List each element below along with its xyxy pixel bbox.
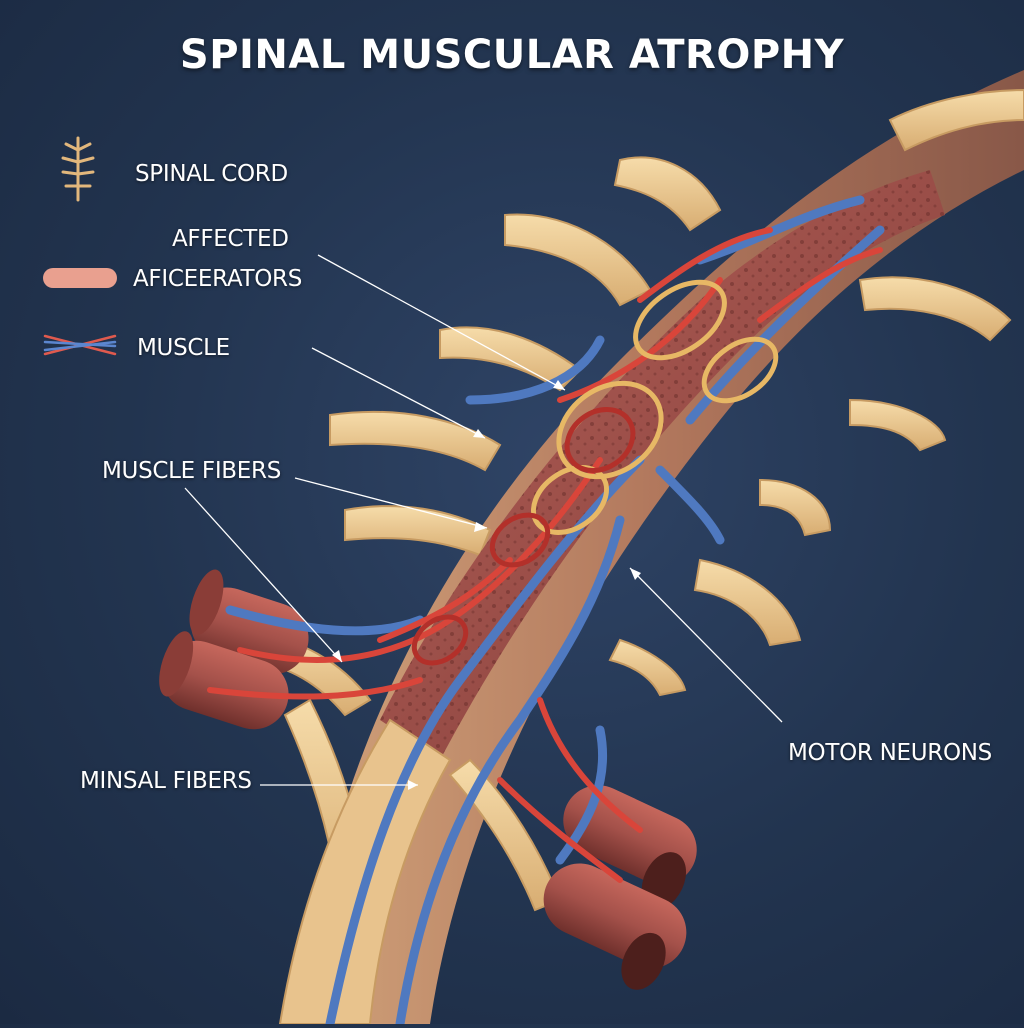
legend-label-aficeerators: AFICEERATORS <box>133 266 303 292</box>
muscle-fibers-icon <box>43 334 117 356</box>
fiber-segment-icon <box>43 268 117 288</box>
nerve-plexus-dark <box>411 407 636 666</box>
legend-label-muscle: MUSCLE <box>137 335 230 361</box>
legend-label-spinal-cord: SPINAL CORD <box>135 161 288 187</box>
spinal-cord-icon <box>61 136 95 202</box>
legend-label-affected: AFFECTED <box>172 226 289 252</box>
callout-motor-neurons: MOTOR NEURONS <box>788 740 992 766</box>
nerve-plexus <box>531 279 779 535</box>
callout-minsal-fibers: MINSAL FIBERS <box>80 768 252 794</box>
nerve-roots <box>243 88 1024 912</box>
page-title: SPINAL MUSCULAR ATROPHY <box>179 32 845 78</box>
callout-muscle-fibers: MUSCLE FIBERS <box>102 458 281 484</box>
callout-arrowheads <box>332 380 641 790</box>
arteries <box>207 227 883 883</box>
callout-lines <box>184 254 783 786</box>
muscle-tubes <box>159 569 697 990</box>
